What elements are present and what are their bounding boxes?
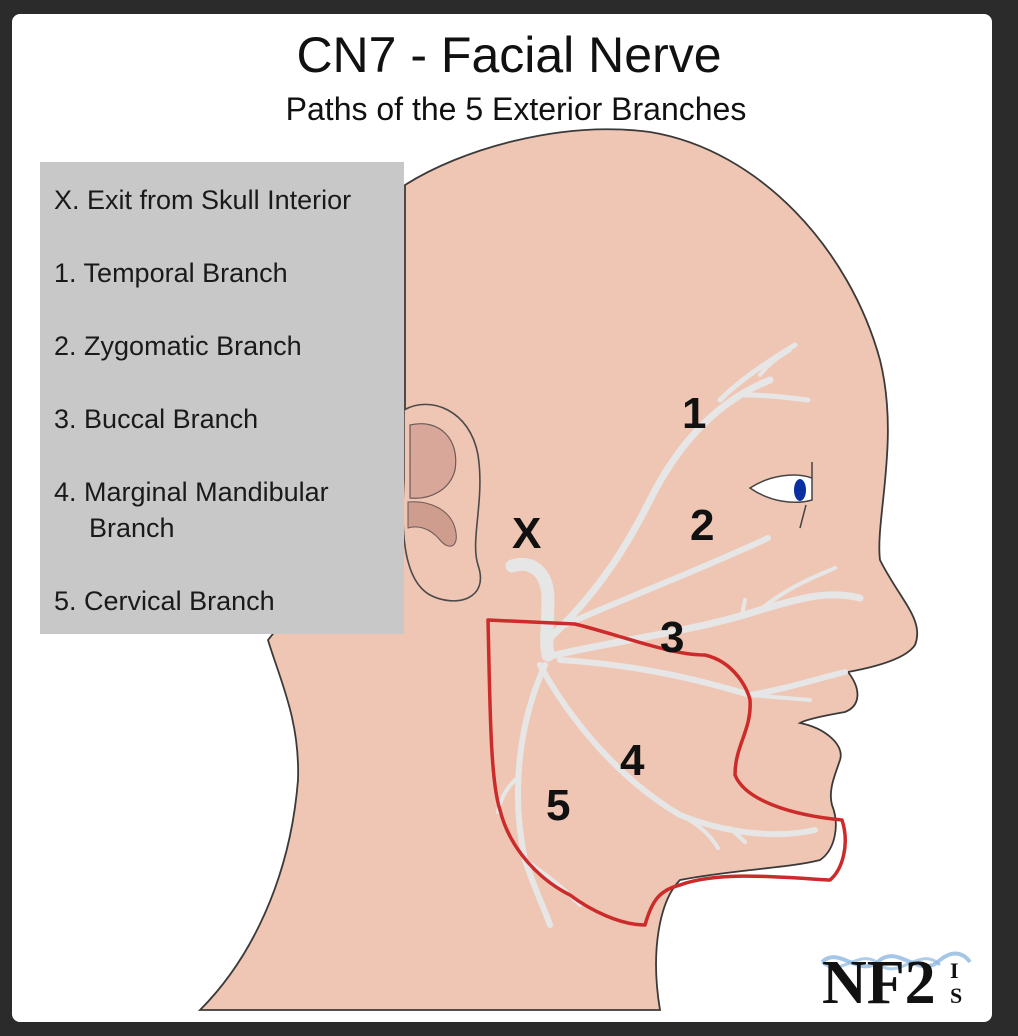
marker-1: 1	[682, 389, 706, 438]
logo-sup: I	[950, 958, 959, 983]
legend-text: Exit from Skull Interior	[87, 185, 352, 215]
nerve-zygomatic	[562, 535, 771, 628]
marker-5: 5	[546, 781, 570, 830]
head-silhouette	[197, 128, 919, 1011]
legend-text: Cervical Branch	[84, 586, 275, 616]
legend-item-1: 1. Temporal Branch	[54, 255, 288, 291]
legend-item-4-cont: Branch	[89, 510, 175, 546]
marker-x: X	[512, 509, 541, 558]
nerve-cervical	[514, 662, 553, 928]
legend-text: Buccal Branch	[84, 404, 259, 434]
legend-num: 1.	[54, 258, 77, 288]
legend-num: 4.	[54, 477, 77, 507]
facial-nerve	[496, 342, 864, 928]
legend-text: Temporal Branch	[83, 258, 288, 288]
legend-item-4: 4. Marginal Mandibular	[54, 474, 329, 510]
legend-item-2: 2. Zygomatic Branch	[54, 328, 302, 364]
marker-3: 3	[660, 613, 684, 662]
legend-item-3: 3. Buccal Branch	[54, 401, 258, 437]
nf2is-logo: NF2 I S	[820, 949, 972, 1017]
legend-num: 5.	[54, 586, 77, 616]
legend-num: X.	[54, 185, 80, 215]
ear-inner	[409, 423, 457, 499]
eyelid-line	[799, 462, 813, 529]
legend-text: Marginal Mandibular	[84, 477, 329, 507]
legend-item-x: X. Exit from Skull Interior	[54, 182, 351, 218]
marker-2: 2	[690, 501, 714, 550]
page-subtitle: Paths of the 5 Exterior Branches	[285, 91, 747, 127]
mandible-outline	[486, 618, 847, 927]
eye-iris	[794, 479, 806, 501]
legend-text: Branch	[89, 513, 175, 543]
legend-text: Zygomatic Branch	[84, 331, 302, 361]
logo-sub: S	[950, 983, 962, 1008]
legend-num: 2.	[54, 331, 77, 361]
page-title: CN7 - Facial Nerve	[296, 27, 722, 83]
marker-4: 4	[620, 736, 645, 785]
nerve-temporal	[544, 376, 774, 644]
legend-box: X. Exit from Skull Interior 1. Temporal …	[40, 162, 404, 634]
legend-num: 3.	[54, 404, 77, 434]
logo-text: NF2	[822, 949, 936, 1017]
legend-item-5: 5. Cervical Branch	[54, 583, 275, 619]
nerve-mandibular	[537, 662, 818, 838]
nerve-buccal	[551, 591, 864, 659]
ear-lobe	[407, 501, 457, 547]
